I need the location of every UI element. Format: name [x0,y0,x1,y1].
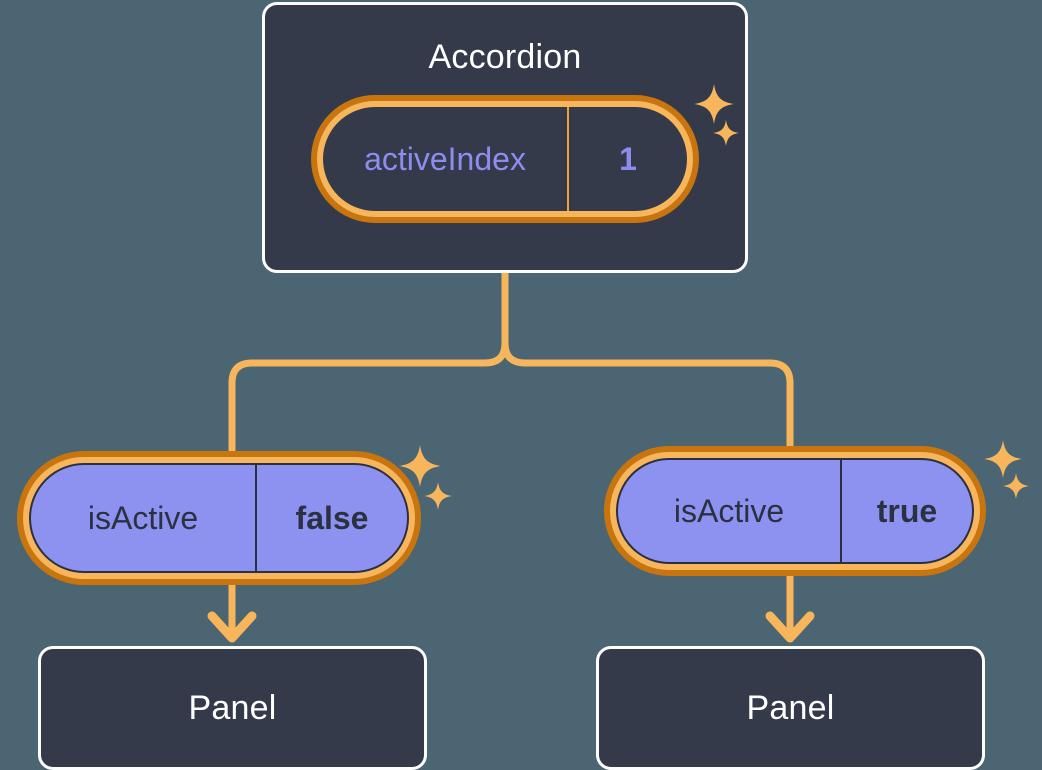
sparkle-icon [424,482,452,510]
prop-key-isactive-right: isActive [618,460,842,562]
sparkle-icon [1003,473,1029,499]
arrowhead-right-icon [765,611,815,643]
node-panel-right[interactable]: Panel [596,646,985,770]
prop-key-isactive-left: isActive [31,465,257,571]
state-pill-activeindex[interactable]: activeIndex 1 [311,95,699,223]
node-panel-right-title: Panel [746,689,835,727]
pill-body: activeIndex 1 [323,107,687,211]
pill-body: isActive true [616,458,974,564]
pill-body: isActive false [29,463,409,573]
node-panel-left-title: Panel [188,689,277,727]
node-accordion-title: Accordion [428,38,582,76]
arrowhead-left-icon [207,611,257,643]
prop-value-isactive-right: true [876,492,938,529]
prop-value-isactive-left: false [295,499,369,536]
prop-pill-isactive-true[interactable]: isActive true [604,446,986,576]
prop-pill-isactive-false[interactable]: isActive false [17,451,421,585]
state-key-activeindex: activeIndex [323,107,569,211]
state-value-activeindex: 1 [619,140,637,177]
connector-accordion-to-left [228,269,509,455]
connector-accordion-to-right [501,269,794,450]
sparkle-icon [984,440,1022,478]
node-panel-left[interactable]: Panel [38,646,427,770]
